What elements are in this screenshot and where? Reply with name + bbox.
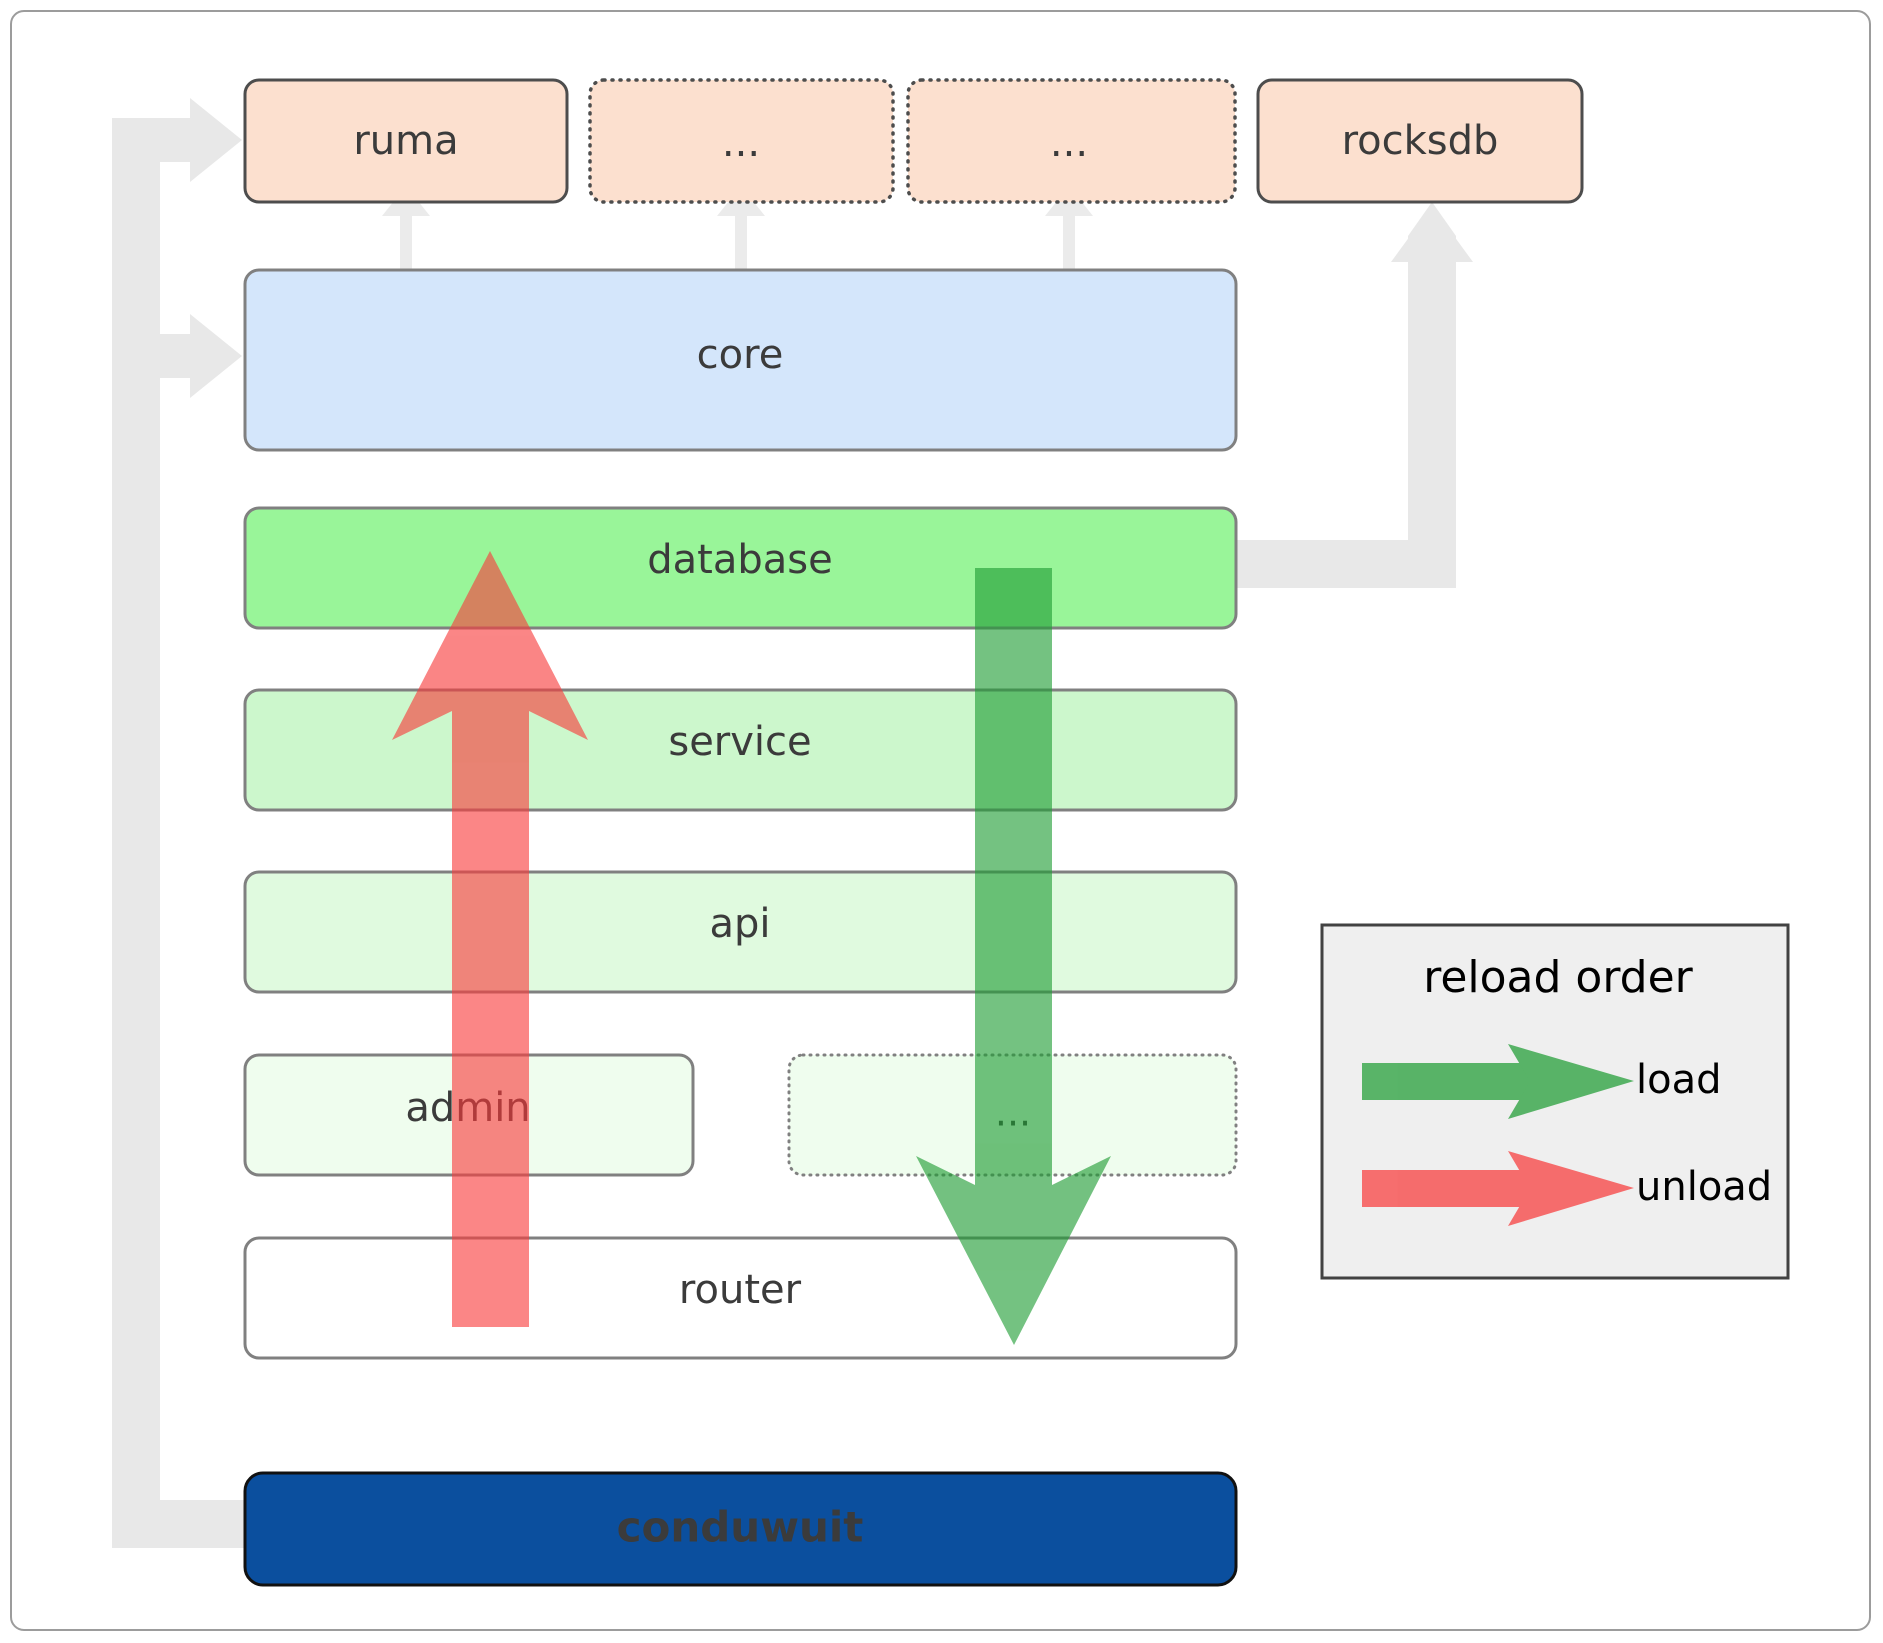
node-database[interactable]: database — [243, 506, 1238, 630]
node-api-label: api — [709, 901, 770, 947]
unload-arrow — [392, 551, 588, 1327]
legend-unload-label: unload — [1636, 1164, 1772, 1210]
node-core[interactable]: core — [243, 268, 1238, 452]
node-conduwuit-label: conduwuit — [617, 1503, 864, 1552]
node-ruma[interactable]: ruma — [243, 78, 569, 204]
connector-database-to-rocksdb — [1236, 202, 1473, 588]
node-service[interactable]: service — [243, 688, 1238, 812]
connector-core-to-ruma-arrow — [382, 186, 430, 272]
node-ext-placeholder-1-label: ... — [722, 120, 760, 166]
node-ext-placeholder-2[interactable]: ... — [906, 78, 1237, 204]
node-ext-placeholder-1[interactable]: ... — [588, 78, 895, 204]
legend-load-arrow-icon — [1362, 1044, 1634, 1119]
node-rocksdb[interactable]: rocksdb — [1256, 78, 1584, 204]
connector-conduwuit-to-ruma-and-core — [112, 98, 245, 1548]
node-ext-placeholder-2-label: ... — [1050, 120, 1088, 166]
connector-core-to-ext1-arrow — [717, 186, 765, 272]
node-database-label: database — [647, 537, 832, 583]
node-api[interactable]: api — [243, 870, 1238, 994]
node-service-label: service — [668, 719, 811, 765]
node-router[interactable]: router — [243, 1236, 1238, 1360]
node-rocksdb-label: rocksdb — [1342, 118, 1499, 164]
legend: reload order load unload — [1320, 923, 1790, 1280]
legend-unload-arrow-icon — [1362, 1151, 1634, 1226]
node-conduwuit[interactable]: conduwuit — [243, 1471, 1238, 1587]
legend-load-label: load — [1636, 1057, 1722, 1103]
node-core-label: core — [697, 332, 784, 378]
legend-title: reload order — [1423, 952, 1693, 1003]
connector-core-to-ext2-arrow — [1045, 186, 1093, 272]
load-arrow — [916, 568, 1111, 1345]
node-ruma-label: ruma — [353, 118, 458, 164]
node-router-label: router — [679, 1267, 802, 1313]
